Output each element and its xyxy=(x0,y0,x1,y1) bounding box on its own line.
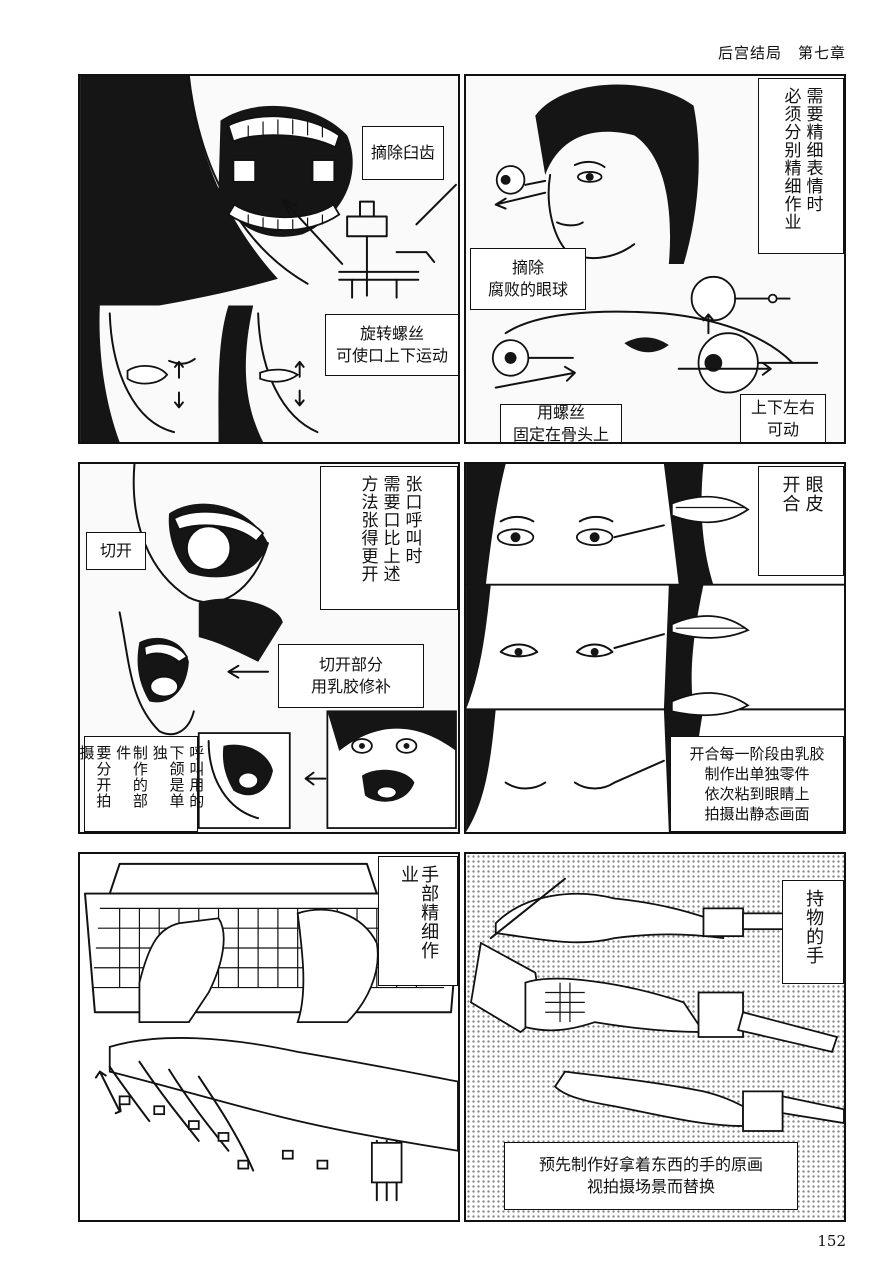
page-header: 后宫结局 第七章 xyxy=(717,44,846,62)
caption-column: 开合 xyxy=(779,475,801,513)
caption-line: 切开部分 xyxy=(318,655,383,675)
caption-column: 手部精细作业 xyxy=(398,865,440,960)
caption-line: 预先制作好拿着东西的手的原画 xyxy=(538,1155,763,1175)
caption-column: 下颌是单独 xyxy=(150,745,186,809)
caption-column: 需要精细表情时 xyxy=(802,87,823,213)
caption-text: 摘除臼齿 xyxy=(370,143,435,163)
eyelid-piece-open xyxy=(670,495,750,524)
hands-illustration xyxy=(84,862,458,1202)
caption-stage-pieces: 开合每一阶段由乳胶 制作出单独零件 依次粘到眼睛上 拍摄出静态画面 xyxy=(670,736,844,832)
caption-replace-drawings: 预先制作好拿着东西的手的原画 视拍摄场景而替换 xyxy=(504,1142,798,1210)
caption-line: 上下左右 xyxy=(750,398,815,418)
caption-line: 腐败的眼球 xyxy=(487,280,568,299)
caption-separate-jaw: 呼叫用的 下颌是单独 制作的部件 要分开拍摄 xyxy=(80,736,205,832)
panel-holding-hands: 持物的手 预先制作好拿着东西的手的原画 视拍摄场景而替换 xyxy=(464,852,846,1222)
caption-line: 开合每一阶段由乳胶 xyxy=(689,744,825,763)
caption-movable: 上下左右 可动 xyxy=(740,394,826,442)
caption-cut: 切开 xyxy=(86,532,146,570)
caption-line: 可使口上下运动 xyxy=(335,346,448,365)
caption-line: 摘除 xyxy=(511,258,544,278)
panel-mouth-opening: 切开 张口呼叫时 需要口比上述 方法张得更开 切开部分 用乳胶修补 呼叫用的 下… xyxy=(78,462,460,834)
caption-line: 视拍摄场景而替换 xyxy=(586,1177,715,1196)
panel-hand-fine-work: 手部精细作业 xyxy=(78,852,460,1222)
caption-column: 持物的手 xyxy=(803,889,825,965)
caption-fine-hand-work: 手部精细作业 xyxy=(378,856,458,986)
caption-line: 用螺丝 xyxy=(536,403,585,423)
caption-line: 制作出单独零件 xyxy=(704,764,810,783)
caption-rotate-screw: 旋转螺丝 可使口上下运动 xyxy=(325,314,458,376)
caption-line: 可动 xyxy=(766,420,799,439)
caption-column: 张口呼叫时 xyxy=(401,475,422,565)
caption-column: 需要口比上述 xyxy=(379,475,400,583)
holding-hands-illustration xyxy=(470,877,844,1132)
caption-remove-molars: 摘除臼齿 xyxy=(362,126,444,180)
caption-latex-repair: 切开部分 用乳胶修补 xyxy=(278,644,424,708)
jaw-illustration xyxy=(80,76,457,442)
caption-remove-eyeball: 摘除 腐败的眼球 xyxy=(470,248,586,310)
caption-wider-open: 张口呼叫时 需要口比上述 方法张得更开 xyxy=(320,466,458,610)
panel-eye-mechanism: 需要精细表情时 必须分别精细作业 摘除 腐败的眼球 用螺丝 固定在骨头上 上下左… xyxy=(464,74,846,444)
caption-holding-hand: 持物的手 xyxy=(782,880,844,984)
caption-line: 依次粘到眼睛上 xyxy=(704,785,810,803)
caption-column: 方法张得更开 xyxy=(357,475,378,583)
caption-line: 旋转螺丝 xyxy=(359,324,424,344)
eye-illustration xyxy=(491,84,819,394)
caption-line: 拍摄出静态画面 xyxy=(704,805,810,824)
page-number: 152 xyxy=(817,1232,846,1250)
mouth-illustration xyxy=(118,464,457,829)
caption-line: 固定在骨头上 xyxy=(512,425,609,444)
caption-column: 制作的部件 xyxy=(114,745,149,809)
caption-line: 用乳胶修补 xyxy=(310,677,391,696)
caption-column: 眼皮 xyxy=(802,475,824,513)
panel-jaw-mechanism: 摘除臼齿 旋转螺丝 可使口上下运动 xyxy=(78,74,460,444)
caption-column: 必须分别精细作业 xyxy=(780,87,801,231)
caption-column: 呼叫用的 xyxy=(187,745,206,809)
caption-fix-to-bone: 用螺丝 固定在骨头上 xyxy=(500,403,622,444)
panel-eyelids: 眼皮 开合 开合每一阶段由乳胶 制作出单独零件 依次粘到眼睛上 拍摄出静态画面 xyxy=(464,462,846,834)
caption-text: 切开 xyxy=(99,541,132,561)
caption-eyelid-open-close: 眼皮 开合 xyxy=(758,466,844,576)
caption-precision-work: 需要精细表情时 必须分别精细作业 xyxy=(758,78,844,254)
caption-column: 要分开拍摄 xyxy=(78,745,113,809)
